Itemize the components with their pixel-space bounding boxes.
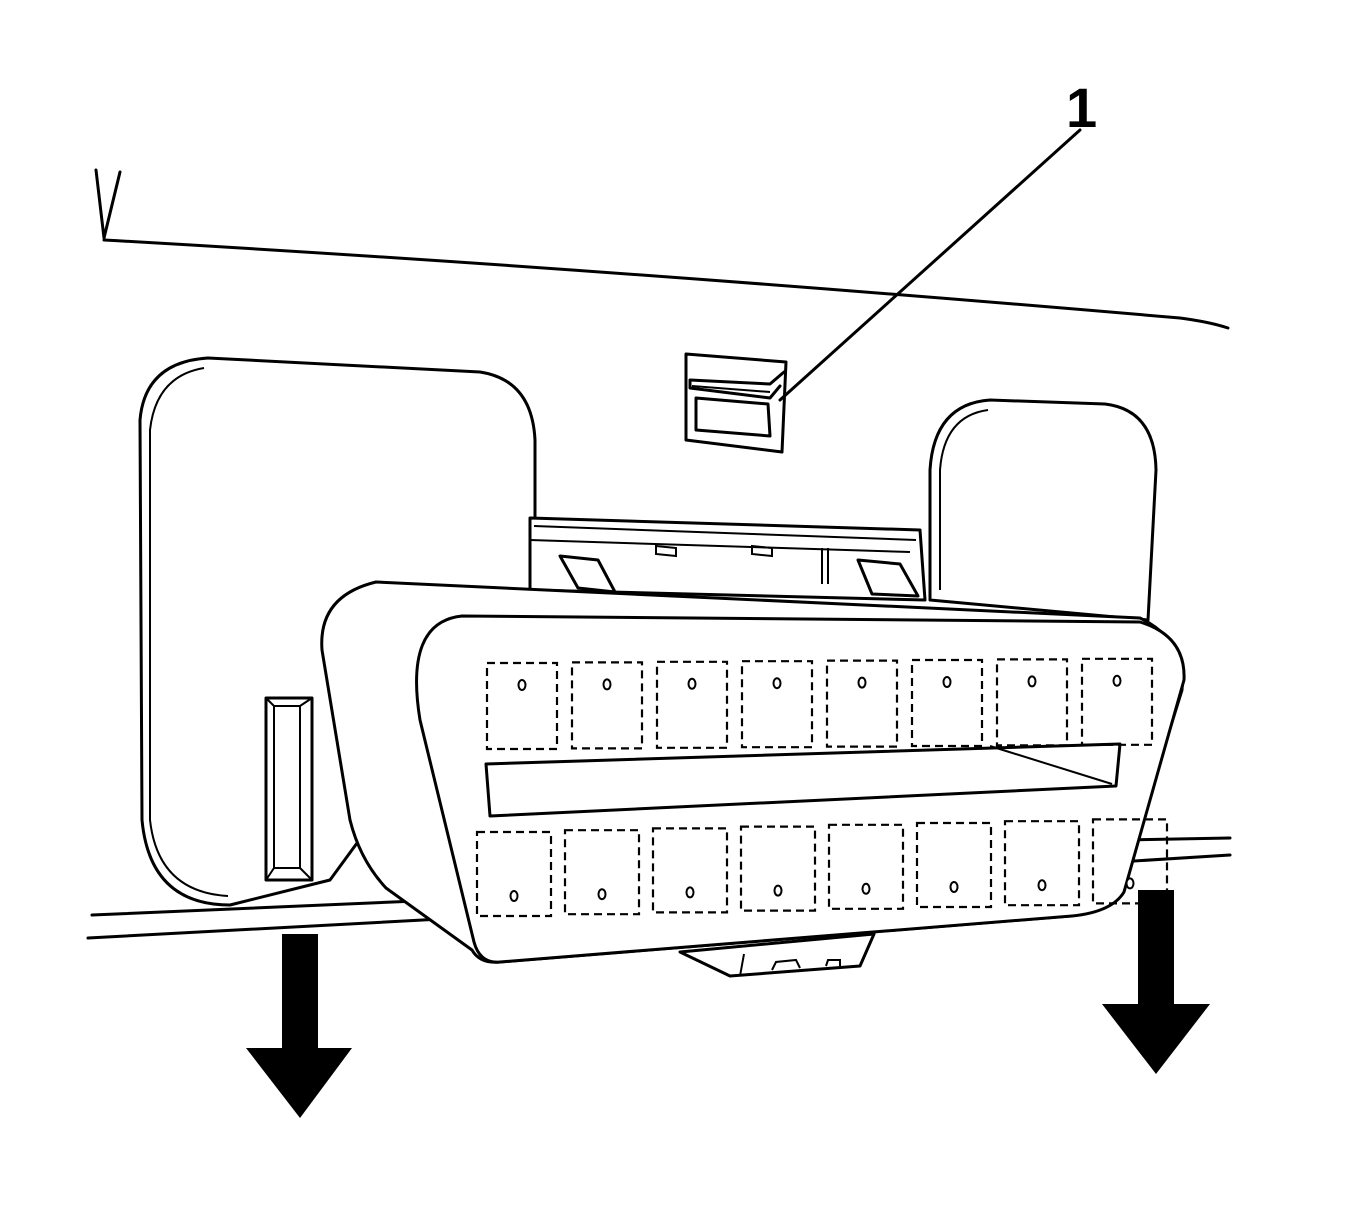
trim-panel-edge [94, 168, 1230, 330]
upper-cavity-5 [825, 659, 899, 748]
callout-leader-line [778, 128, 1082, 402]
lower-cavity-7 [1003, 820, 1081, 907]
retaining-clip [684, 352, 788, 454]
upper-cavity-1 [485, 661, 559, 751]
upper-cavity-6 [910, 658, 984, 748]
lower-cavity-3 [651, 827, 729, 914]
lower-cavity-6 [915, 821, 993, 909]
upper-cavity-4 [740, 660, 814, 749]
lower-cavity-4 [739, 825, 817, 912]
data-link-connector-housing [320, 580, 1186, 978]
upper-cavity-7 [995, 658, 1069, 747]
lower-cavity-1 [475, 830, 553, 918]
upper-cavity-2 [570, 661, 644, 750]
upper-terminal-row [485, 657, 1154, 751]
left-down-arrow [246, 934, 352, 1118]
callout-1-label: 1 [1066, 76, 1098, 139]
connector-rear-rail [528, 516, 927, 602]
upper-cavity-8 [1080, 657, 1154, 746]
lower-cavity-2 [563, 829, 641, 916]
upper-cavity-3 [655, 660, 729, 749]
lower-cavity-8 [1091, 818, 1169, 905]
right-mounting-bracket [928, 398, 1158, 622]
lower-terminal-row [475, 818, 1169, 918]
right-down-arrow [1102, 890, 1210, 1074]
lower-cavity-5 [827, 823, 905, 910]
